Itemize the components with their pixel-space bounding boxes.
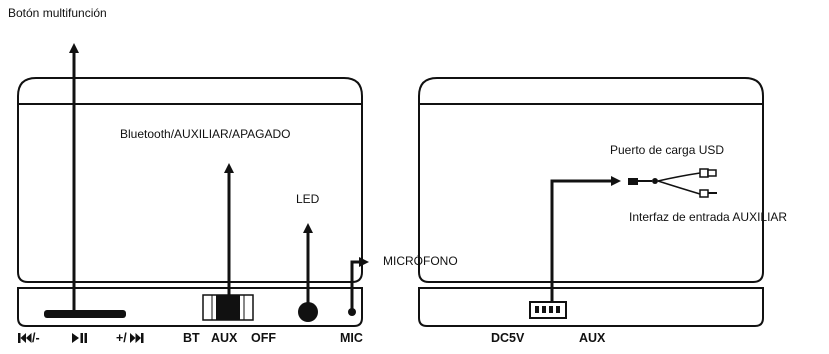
- mode-switch-label: Bluetooth/AUXILIAR/APAGADO: [120, 127, 291, 141]
- left-speaker-top: [17, 77, 363, 105]
- dc5v-text: DC5V: [491, 331, 525, 345]
- prev-vol-down-text: /-: [32, 331, 40, 345]
- aux-interface-label: Interfaz de entrada AUXILIAR: [629, 210, 788, 224]
- right-speaker-base: [418, 287, 764, 327]
- left-speaker-base: [17, 287, 363, 327]
- usb-port-label: Puerto de carga USD: [610, 143, 725, 157]
- right-speaker-body: [418, 104, 764, 283]
- microphone-label: MICRÓFONO: [383, 254, 458, 268]
- mic-pointer: [350, 257, 369, 312]
- bt-text: BT: [183, 331, 200, 345]
- prev-track-icon: [18, 333, 32, 343]
- next-vol-up-text: +/: [116, 331, 127, 345]
- ports-pointer: [550, 176, 621, 302]
- left-speaker-body: [17, 104, 363, 283]
- right-speaker-top: [418, 77, 764, 105]
- led-indicator: [298, 302, 318, 322]
- play-pause-icon: [72, 333, 87, 343]
- mode-switch-slider: [216, 295, 240, 320]
- next-track-icon: [130, 333, 144, 343]
- y-cable-icon: [628, 168, 717, 198]
- multifunction-button: [44, 310, 126, 318]
- mic-text: MIC: [340, 331, 363, 345]
- aux-port-text: AUX: [579, 331, 606, 345]
- off-text: OFF: [251, 331, 276, 345]
- aux-switch-text: AUX: [211, 331, 238, 345]
- led-label: LED: [296, 192, 320, 206]
- multifunction-label: Botón multifunción: [8, 6, 107, 20]
